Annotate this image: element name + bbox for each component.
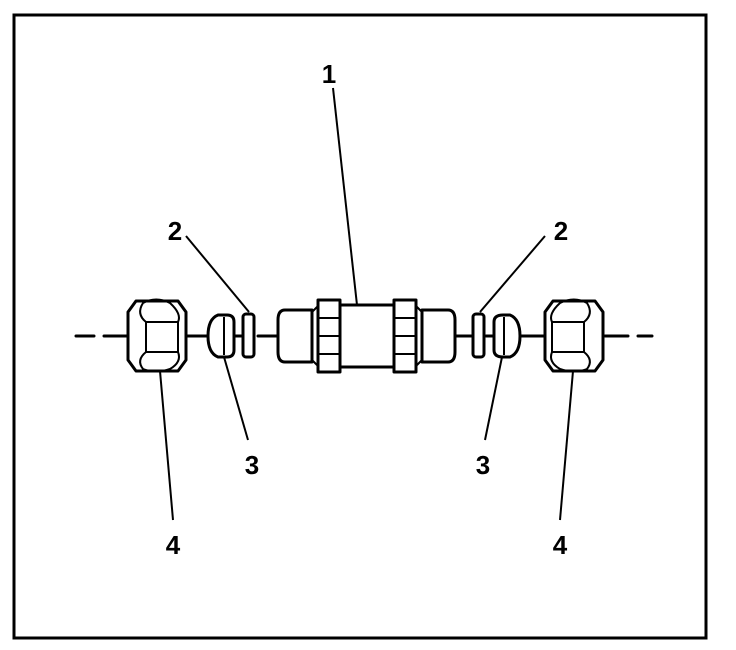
flare-nut-right	[543, 298, 605, 373]
o-ring-right	[471, 312, 486, 359]
leader-2-right	[479, 235, 546, 313]
callout-4-left: 4	[166, 530, 181, 560]
leader-3-right	[484, 356, 503, 441]
leader-4-right	[559, 370, 574, 521]
sleeve-right	[492, 313, 522, 359]
leader-2-left	[185, 235, 250, 313]
leader-3-left	[223, 356, 249, 441]
o-ring-left	[241, 312, 256, 359]
callout-4-right: 4	[553, 530, 568, 560]
callout-1: 1	[322, 59, 336, 89]
callout-2-left: 2	[168, 216, 182, 246]
leader-4-left	[159, 370, 174, 521]
diagram-frame	[12, 13, 708, 640]
sleeve-left	[206, 313, 236, 359]
flare-nut-left	[126, 298, 188, 373]
callout-3-right: 3	[476, 450, 490, 480]
callout-3-left: 3	[245, 450, 259, 480]
callout-2-right: 2	[554, 216, 568, 246]
union-fitting	[276, 298, 457, 374]
leader-1	[332, 87, 358, 306]
